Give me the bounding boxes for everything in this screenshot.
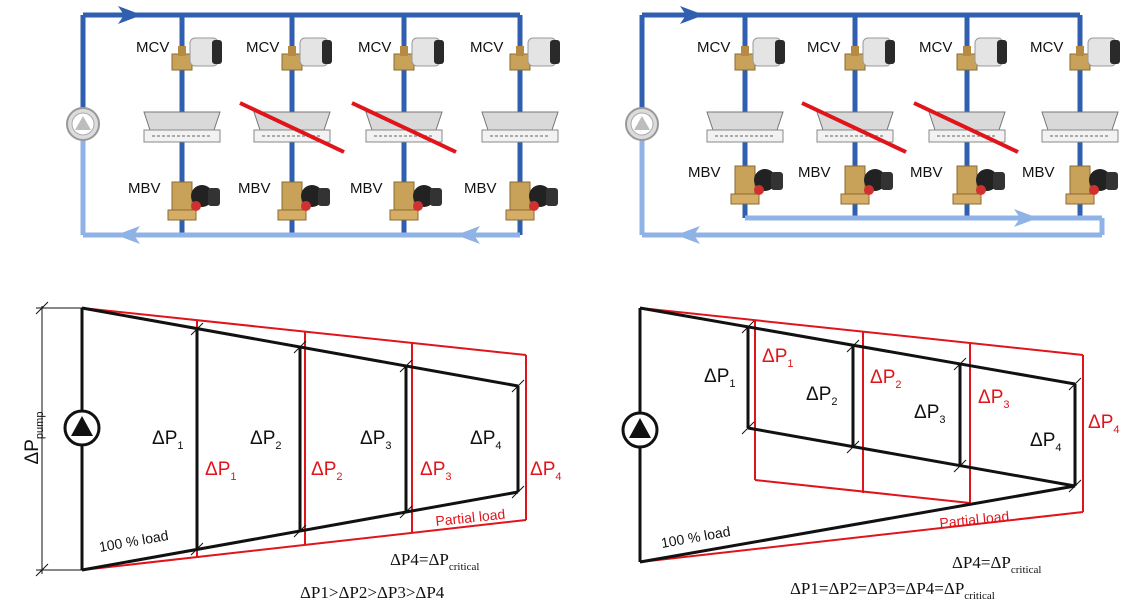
flow-arrow-return xyxy=(1014,209,1038,227)
mbv-valve-icon xyxy=(167,181,221,221)
mbv-label: MBV xyxy=(464,180,497,197)
dp3-partial-label: ΔP3 xyxy=(978,387,1010,411)
mbv-label: MBV xyxy=(128,180,161,197)
dp3-label: ΔP3 xyxy=(914,402,946,426)
partial-load-lines xyxy=(639,307,1084,563)
mbv-valve-icon xyxy=(730,165,784,205)
dp4-partial-label: ΔP4 xyxy=(530,459,562,483)
dp2-partial-label: ΔP2 xyxy=(311,459,343,483)
return-pipe xyxy=(639,140,1105,238)
unit-off-strike xyxy=(801,101,907,154)
mbv-valve-icon xyxy=(277,181,331,221)
mbv-valve-icon xyxy=(505,181,559,221)
dp2-label: ΔP2 xyxy=(250,428,282,452)
mcv-label: MCV xyxy=(358,39,391,56)
pressure-diagram-right: ΔP1 ΔP2 ΔP3 ΔP4 ΔP1 ΔP2 ΔP3 ΔP4 100 % lo… xyxy=(621,306,1120,602)
dp4-label: ΔP4 xyxy=(470,428,502,452)
mcv-label: MCV xyxy=(136,39,169,56)
dp2-partial-label: ΔP2 xyxy=(870,367,902,391)
pump-head-dimension xyxy=(35,301,82,577)
partial-load-label: Partial load xyxy=(435,506,506,529)
fan-coil-icon xyxy=(706,111,784,143)
critical-equation: ΔP4=ΔPcritical xyxy=(390,550,479,573)
fan-coil-icon xyxy=(481,111,559,143)
dp4-partial-label: ΔP4 xyxy=(1088,412,1120,436)
tick-marks xyxy=(190,322,525,556)
pump-icon xyxy=(63,409,101,447)
critical-equation: ΔP4=ΔPcritical xyxy=(952,553,1041,576)
dp3-partial-label: ΔP3 xyxy=(420,459,452,483)
fan-coil-icon xyxy=(1041,111,1119,143)
mbv-valve-icon xyxy=(840,165,894,205)
mbv-valve-icon xyxy=(1065,165,1119,205)
mbv-label: MBV xyxy=(798,164,831,181)
schematic-left: MCV MCV MCV MCV MBV MBV MBV MBV xyxy=(66,6,561,244)
pump-icon xyxy=(66,107,100,141)
schematic-right: MCV MCV MCV MCV MBV MBV MBV MBV xyxy=(625,6,1121,244)
mcv-label: MCV xyxy=(697,39,730,56)
pressure-diagram-left: ΔPpump xyxy=(22,301,562,602)
mcv-label: MCV xyxy=(1030,39,1063,56)
mcv-label: MCV xyxy=(919,39,952,56)
tick-marks xyxy=(741,320,1082,493)
mcv-label: MCV xyxy=(470,39,503,56)
mbv-label: MBV xyxy=(688,164,721,181)
mbv-label: MBV xyxy=(910,164,943,181)
mcv-label: MCV xyxy=(807,39,840,56)
equality-equation: ΔP1=ΔP2=ΔP3=ΔP4=ΔPcritical xyxy=(790,579,995,602)
delta-p-text: ΔP xyxy=(22,439,43,464)
dp1-label: ΔP1 xyxy=(152,428,184,452)
flow-arrow-return xyxy=(676,226,700,244)
dp3-label: ΔP3 xyxy=(360,428,392,452)
return-pipe xyxy=(80,140,520,238)
pump-icon xyxy=(625,107,659,141)
mbv-label: MBV xyxy=(238,180,271,197)
unit-off-strike xyxy=(913,101,1019,154)
dp1-partial-label: ΔP1 xyxy=(762,346,794,370)
unit-off-strike xyxy=(351,101,457,154)
flow-arrow-return xyxy=(456,226,480,244)
dp1-label: ΔP1 xyxy=(704,366,736,390)
partial-load-label: Partial load xyxy=(939,508,1010,531)
full-load-lines xyxy=(638,306,1077,564)
mbv-label: MBV xyxy=(350,180,383,197)
fan-coil-icon xyxy=(143,111,221,143)
mcv-label: MCV xyxy=(246,39,279,56)
full-load-label: 100 % load xyxy=(98,527,170,555)
pump-icon xyxy=(621,411,659,449)
pump-pressure-label: ΔPpump xyxy=(22,412,46,465)
flow-arrow-supply xyxy=(680,6,704,24)
pump-subscript: pump xyxy=(34,412,46,440)
partial-load-lines xyxy=(81,307,527,571)
dp4-label: ΔP4 xyxy=(1030,430,1062,454)
unit-off-strike xyxy=(239,101,345,154)
flow-arrow-supply xyxy=(118,6,142,24)
dp2-label: ΔP2 xyxy=(806,384,838,408)
flow-arrow-return xyxy=(116,226,140,244)
inequality-equation: ΔP1>ΔP2>ΔP3>ΔP4 xyxy=(300,583,445,602)
mbv-valve-icon xyxy=(952,165,1006,205)
mbv-label: MBV xyxy=(1022,164,1055,181)
mbv-valve-icon xyxy=(389,181,443,221)
dp1-partial-label: ΔP1 xyxy=(205,459,237,483)
